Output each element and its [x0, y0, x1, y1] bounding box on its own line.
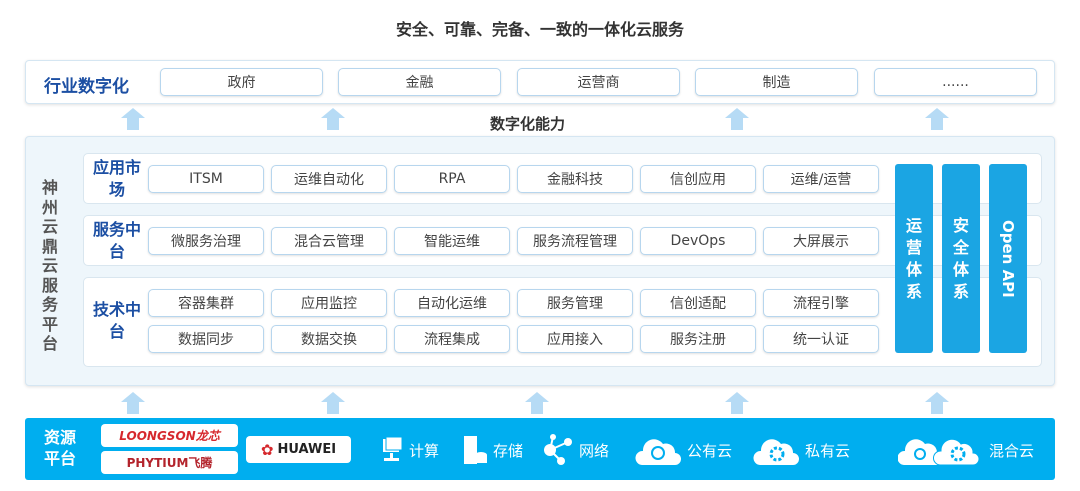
resource-item-label: 计算	[409, 441, 440, 460]
huawei-text: HUAWEI	[277, 442, 337, 457]
capability-item: 服务管理	[517, 289, 633, 317]
platform-label: 神州云鼎云服务平台	[42, 178, 59, 353]
capability-item: 数据同步	[148, 325, 264, 353]
capability-item: 数据交换	[271, 325, 387, 353]
resource-item-label: 存储	[493, 441, 524, 460]
capability-item: 微服务治理	[148, 227, 264, 255]
capability-item: 流程集成	[394, 325, 510, 353]
resource-item-label: 公有云	[687, 441, 733, 460]
capability-item: 智能运维	[394, 227, 510, 255]
resource-item: 存储	[462, 430, 523, 470]
industry-item: 金融	[338, 68, 501, 96]
resource-item-label: 私有云	[805, 441, 851, 460]
diagram-title: 安全、可靠、完备、一致的一体化云服务	[395, 20, 684, 39]
loongson-logo: LOONGSON龙芯	[101, 424, 238, 447]
resource-label: 资源平台	[44, 428, 77, 468]
capability-item: 服务注册	[640, 325, 756, 353]
up-arrow-icon	[925, 392, 949, 414]
row-label: 应用市场	[92, 158, 141, 199]
industry-item: 运营商	[517, 68, 680, 96]
side-bar-open-api: Open API	[989, 164, 1027, 353]
private-cloud-icon	[752, 433, 805, 467]
capability-label: 数字化能力	[490, 115, 566, 133]
hybrid-cloud-icon	[898, 433, 989, 467]
up-arrow-icon	[321, 392, 345, 414]
resource-item: 私有云	[752, 430, 850, 470]
capability-item: 金融科技	[517, 165, 633, 193]
resource-item: 网络	[542, 430, 609, 470]
capability-item: 统一认证	[763, 325, 879, 353]
capability-item: 流程引擎	[763, 289, 879, 317]
huawei-logo: ✿HUAWEI	[246, 436, 351, 463]
capability-item: 信创应用	[640, 165, 756, 193]
capability-item: 自动化运维	[394, 289, 510, 317]
up-arrow-icon	[121, 392, 145, 414]
resource-item: 公有云	[634, 430, 732, 470]
resource-item-label: 网络	[579, 441, 610, 460]
capability-item: 运维/运营	[763, 165, 879, 193]
up-arrow-icon	[725, 108, 749, 130]
up-arrow-icon	[121, 108, 145, 130]
compute-icon	[380, 437, 409, 463]
resource-item: 混合云	[898, 430, 1034, 470]
side-bar-label: 安全体系	[952, 215, 969, 301]
side-bar-label: Open API	[999, 219, 1017, 298]
capability-item: 服务流程管理	[517, 227, 633, 255]
industry-item: 政府	[160, 68, 323, 96]
capability-item: 混合云管理	[271, 227, 387, 255]
huawei-flower-icon: ✿	[260, 440, 274, 459]
network-icon	[542, 434, 579, 466]
capability-item: 运维自动化	[271, 165, 387, 193]
storage-icon	[462, 435, 493, 465]
side-bar-security: 安全体系	[942, 164, 980, 353]
capability-item: 大屏展示	[763, 227, 879, 255]
side-bar-label: 运营体系	[905, 215, 922, 301]
up-arrow-icon	[925, 108, 949, 130]
capability-item: 应用监控	[271, 289, 387, 317]
up-arrow-icon	[525, 392, 549, 414]
industry-item: ......	[874, 68, 1037, 96]
up-arrow-icon	[321, 108, 345, 130]
up-arrow-icon	[725, 392, 749, 414]
phytium-logo: PHYTIUM飞腾	[101, 451, 238, 474]
capability-item: ITSM	[148, 165, 264, 193]
row-label: 服务中台	[92, 220, 141, 261]
capability-item: 容器集群	[148, 289, 264, 317]
capability-item: RPA	[394, 165, 510, 193]
capability-item: 信创适配	[640, 289, 756, 317]
industry-label: 行业数字化	[44, 77, 129, 97]
resource-item-label: 混合云	[989, 441, 1035, 460]
resource-item: 计算	[380, 430, 439, 470]
capability-item: DevOps	[640, 227, 756, 255]
capability-item: 应用接入	[517, 325, 633, 353]
side-bar-operations: 运营体系	[895, 164, 933, 353]
public-cloud-icon	[634, 433, 687, 467]
row-label: 技术中台	[92, 300, 141, 341]
industry-item: 制造	[695, 68, 858, 96]
